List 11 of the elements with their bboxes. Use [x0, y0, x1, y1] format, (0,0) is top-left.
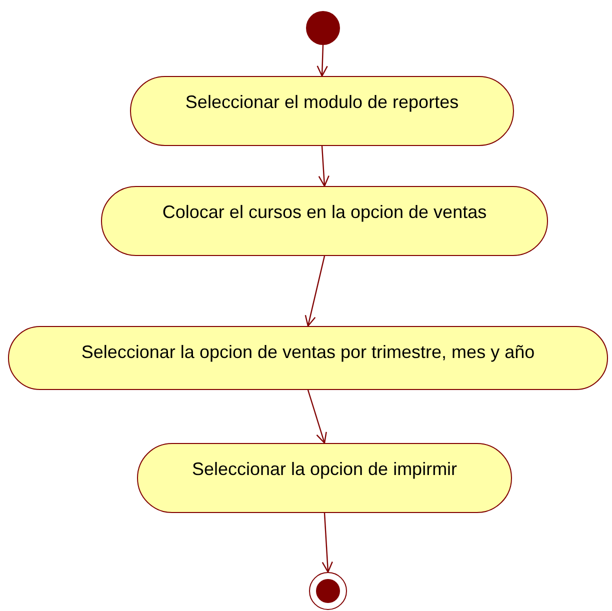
activity-label: Seleccionar la opcion de ventas por trimestre, mes y año	[81, 341, 535, 364]
activity-label: Seleccionar el modulo de reportes	[185, 91, 459, 114]
arrow	[322, 512, 333, 573]
arrow	[304, 256, 326, 327]
activity-label: Seleccionar la opcion de impirmir	[192, 458, 458, 481]
activity-label: Colocar el cursos en la opcion de ventas	[162, 201, 487, 224]
arrow	[316, 44, 328, 77]
end-node	[309, 572, 347, 610]
arrow	[307, 390, 327, 444]
arrow	[318, 146, 330, 187]
start-node	[306, 11, 340, 45]
